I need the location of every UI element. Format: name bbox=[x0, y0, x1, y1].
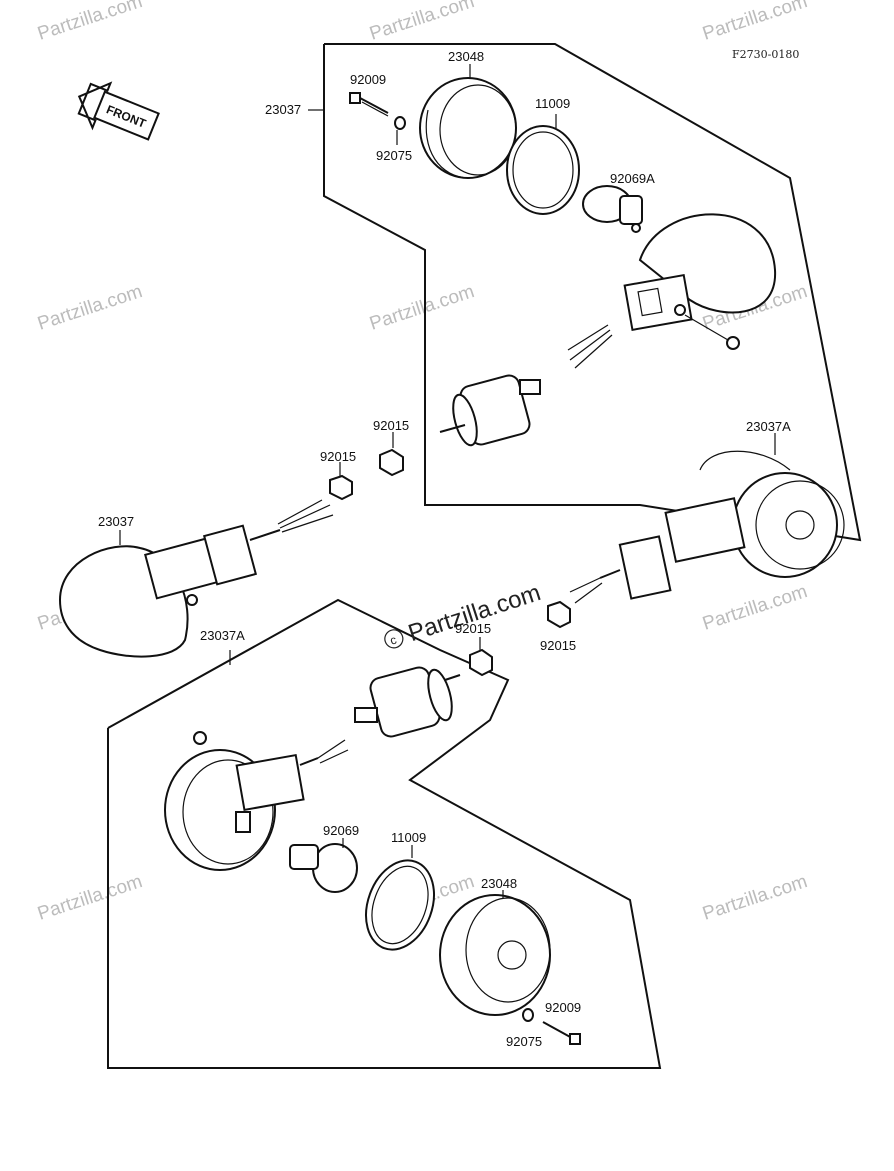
watermark-text: Partzilla.com bbox=[700, 581, 810, 635]
socket-bottom bbox=[354, 666, 461, 738]
lens-housing-23048-top bbox=[419, 77, 517, 179]
lens-housing-23048-bottom bbox=[439, 894, 551, 1016]
front-arrow-icon: FRONT bbox=[77, 81, 160, 141]
signal-shell-bottom bbox=[164, 731, 349, 871]
svg-text:c: c bbox=[388, 633, 398, 648]
nut-92075-top bbox=[394, 116, 406, 130]
watermark-text: Partzilla.com bbox=[35, 871, 145, 925]
screw-92009-bottom bbox=[542, 1021, 581, 1045]
bulb-92069 bbox=[289, 843, 358, 893]
label-11009-top: 11009 bbox=[535, 96, 570, 111]
bottom-group-outline bbox=[107, 598, 662, 1069]
nut-92015-top bbox=[379, 448, 404, 477]
bulb-92069A bbox=[582, 185, 643, 233]
center-watermark-text: Partzilla.com bbox=[405, 579, 544, 647]
watermark-text: Partzilla.com bbox=[367, 0, 477, 45]
nut-92015-center bbox=[469, 648, 493, 677]
label-92015-center: 92015 bbox=[455, 621, 491, 636]
label-92015-top: 92015 bbox=[373, 418, 409, 433]
screw-92009-top bbox=[349, 92, 389, 117]
label-92009-top: 92009 bbox=[350, 72, 386, 87]
watermark-text: Partzilla.com bbox=[367, 281, 477, 335]
gasket-11009-top bbox=[506, 125, 580, 215]
top-group-outline bbox=[323, 43, 862, 542]
gasket-11009-bottom bbox=[365, 859, 435, 951]
signal-23037A-right bbox=[569, 450, 845, 604]
label-23037-top: 23037 bbox=[265, 102, 301, 117]
label-23037A-right: 23037A bbox=[746, 419, 791, 434]
label-92069A: 92069A bbox=[610, 171, 655, 186]
label-23037-left: 23037 bbox=[98, 514, 134, 529]
label-92015-left: 92015 bbox=[320, 449, 356, 464]
watermark-text: Partzilla.com bbox=[35, 281, 145, 335]
label-92015-right: 92015 bbox=[540, 638, 576, 653]
nut-92015-left bbox=[329, 474, 353, 501]
watermark-text: Partzilla.com bbox=[700, 0, 810, 45]
watermark-text: Partzilla.com bbox=[35, 0, 145, 45]
label-92069: 92069 bbox=[323, 823, 359, 838]
nut-92015-right bbox=[547, 600, 571, 629]
label-23048-top: 23048 bbox=[448, 49, 484, 64]
socket-top bbox=[439, 374, 541, 447]
label-92075-bottom: 92075 bbox=[506, 1034, 542, 1049]
label-11009-bottom: 11009 bbox=[391, 830, 426, 845]
signal-shell-top-right bbox=[567, 213, 777, 369]
label-23037A-bottom: 23037A bbox=[200, 628, 245, 643]
watermark-text: Partzilla.com bbox=[700, 871, 810, 925]
part-labels: 23048 92009 23037 11009 92075 92069A 920… bbox=[98, 49, 791, 1049]
label-92075-top: 92075 bbox=[376, 148, 412, 163]
label-92009-bottom: 92009 bbox=[545, 1000, 581, 1015]
label-23048-bottom: 23048 bbox=[481, 876, 517, 891]
nut-92075-bottom bbox=[522, 1008, 534, 1022]
center-watermark: c Partzilla.com bbox=[384, 579, 544, 649]
reference-code: F2730-0180 bbox=[732, 48, 799, 61]
signal-23037-left bbox=[58, 499, 334, 658]
